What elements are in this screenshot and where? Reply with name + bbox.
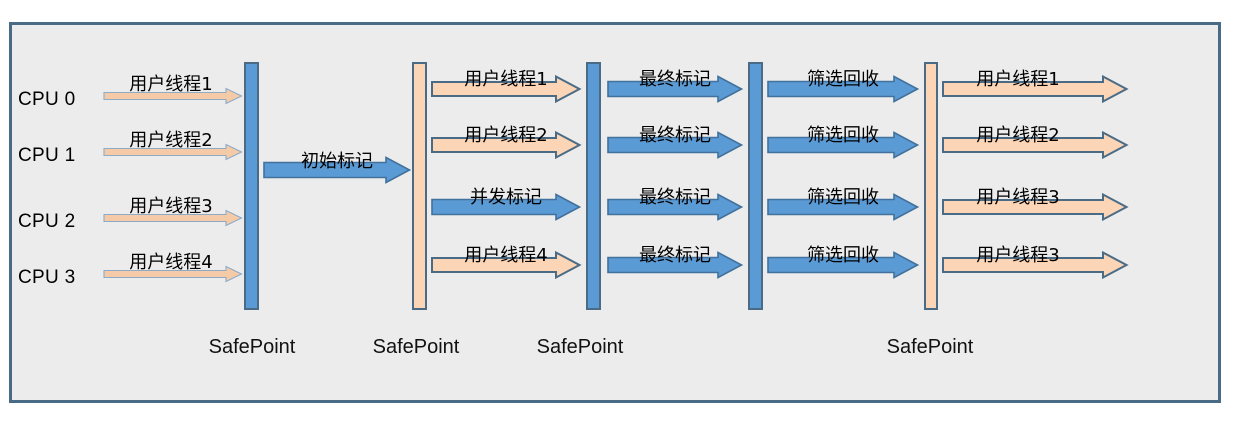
cpu-label-3: CPU 3 xyxy=(18,267,76,288)
safepoint-bar-1 xyxy=(244,62,259,310)
arrow-cpu2-user-thread-3 xyxy=(103,209,243,227)
arrow-c2-user-thread-1-label: 用户线程1 xyxy=(464,69,548,90)
arrow-initial-mark xyxy=(263,156,412,184)
arrow-c2-concurrent-mark xyxy=(431,193,582,221)
arrow-initial-mark-label: 初始标记 xyxy=(301,151,373,172)
arrow-c4-filter-collect-3-label: 筛选回收 xyxy=(807,187,879,208)
safepoint-bar-2 xyxy=(412,62,427,310)
arrow-cpu1-user-thread-2 xyxy=(103,143,243,161)
arrow-c2-user-thread-4-label: 用户线程4 xyxy=(464,245,548,266)
cpu-label-2: CPU 2 xyxy=(18,211,76,232)
arrow-c4-filter-collect-4 xyxy=(767,251,920,279)
arrow-c3-final-mark-2-label: 最终标记 xyxy=(639,125,711,146)
arrow-c2-user-thread-2-label: 用户线程2 xyxy=(464,125,548,146)
arrow-c4-filter-collect-1 xyxy=(767,75,920,103)
arrow-c5-user-thread-2-label: 用户线程2 xyxy=(976,125,1060,146)
cpu-label-1: CPU 1 xyxy=(18,145,76,166)
arrow-c5-user-thread-1 xyxy=(942,74,1129,104)
arrow-c2-user-thread-1 xyxy=(431,74,582,104)
safepoint-bar-5 xyxy=(924,62,938,310)
arrow-cpu3-user-thread-4-label: 用户线程4 xyxy=(129,252,213,273)
arrow-c4-filter-collect-2 xyxy=(767,131,920,159)
arrow-cpu3-user-thread-4 xyxy=(103,265,243,283)
arrow-c3-final-mark-4 xyxy=(607,251,744,279)
arrow-c3-final-mark-3 xyxy=(607,193,744,221)
arrow-cpu0-user-thread-1-label: 用户线程1 xyxy=(129,74,213,95)
arrow-c3-final-mark-1-label: 最终标记 xyxy=(639,69,711,90)
arrow-c4-filter-collect-1-label: 筛选回收 xyxy=(807,69,879,90)
arrow-cpu0-user-thread-1 xyxy=(103,87,243,105)
arrow-c2-concurrent-mark-label: 并发标记 xyxy=(470,187,542,208)
arrow-c4-filter-collect-2-label: 筛选回收 xyxy=(807,125,879,146)
arrow-c2-user-thread-4 xyxy=(431,250,582,280)
arrow-c5-user-thread-3-label: 用户线程3 xyxy=(976,187,1060,208)
arrow-cpu1-user-thread-2-label: 用户线程2 xyxy=(129,130,213,151)
arrow-c4-filter-collect-3 xyxy=(767,193,920,221)
arrow-c3-final-mark-1 xyxy=(607,75,744,103)
arrow-c5-user-thread-3b-label: 用户线程3 xyxy=(976,245,1060,266)
arrow-c5-user-thread-1-label: 用户线程1 xyxy=(976,69,1060,90)
safepoint-caption-1: SafePoint xyxy=(372,336,460,358)
arrow-c3-final-mark-2 xyxy=(607,131,744,159)
safepoint-caption-2: SafePoint xyxy=(536,336,624,358)
safepoint-caption-3: SafePoint xyxy=(886,336,974,358)
arrow-c3-final-mark-4-label: 最终标记 xyxy=(639,245,711,266)
safepoint-bar-3 xyxy=(586,62,601,310)
safepoint-caption-0: SafePoint xyxy=(208,336,296,358)
safepoint-bar-4 xyxy=(748,62,763,310)
arrow-c5-user-thread-2 xyxy=(942,130,1129,160)
arrow-c5-user-thread-3 xyxy=(942,192,1129,222)
arrow-c4-filter-collect-4-label: 筛选回收 xyxy=(807,245,879,266)
arrow-c2-user-thread-2 xyxy=(431,130,582,160)
arrow-cpu2-user-thread-3-label: 用户线程3 xyxy=(129,196,213,217)
cpu-label-0: CPU 0 xyxy=(18,89,76,110)
arrow-c3-final-mark-3-label: 最终标记 xyxy=(639,187,711,208)
arrow-c5-user-thread-3b xyxy=(942,250,1129,280)
